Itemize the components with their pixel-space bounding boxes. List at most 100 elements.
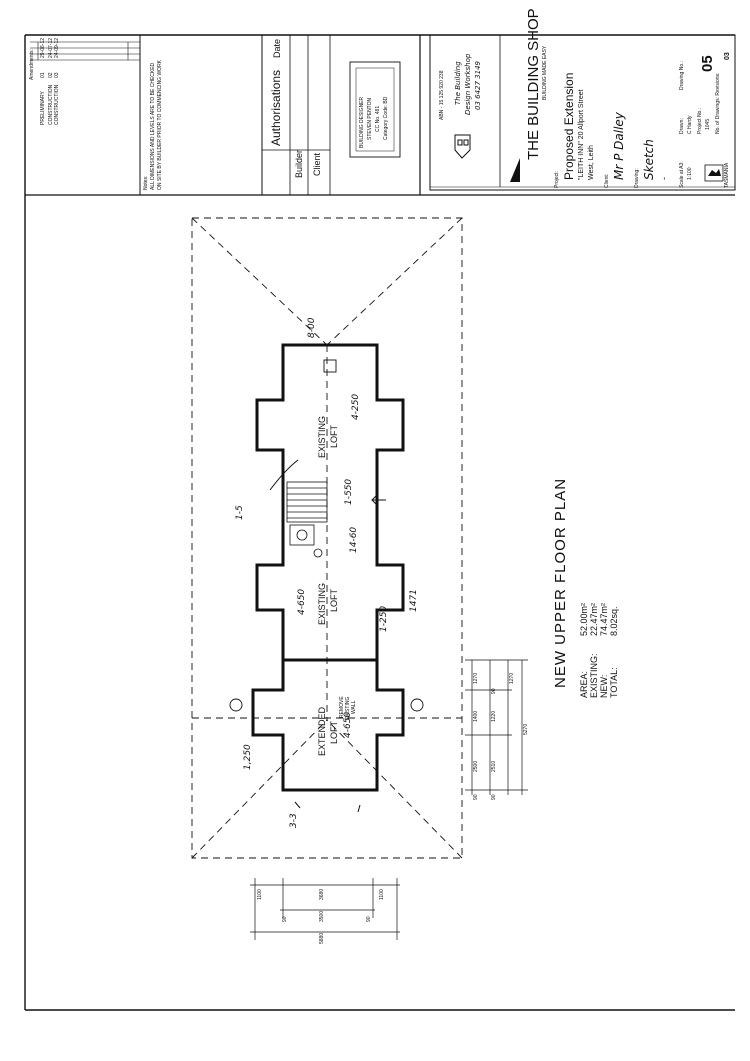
dimension-label: 1400 [473, 710, 479, 722]
room-label-loft: LOFT [329, 588, 339, 612]
scale-value: 1:100 [687, 167, 693, 180]
hand-arrows [269, 459, 386, 813]
tasmania-logo-text: TASMANIA [724, 162, 730, 188]
company-box [429, 34, 736, 191]
notes-line-2: ON SITE BY BUILDER PRIOR TO COMMENCING W… [157, 59, 163, 190]
drawn-label: Drawn: [679, 118, 685, 134]
stamp-line-4: Category Code: BD [383, 96, 389, 140]
amendment-desc: PRELIMINARY [40, 91, 46, 125]
room-label-extended: EXTENDED [317, 706, 327, 756]
existing-area-value: 22.47m² [589, 602, 599, 636]
vent-icon [410, 698, 424, 712]
dimension-label: 1100 [257, 889, 263, 900]
project-address: "LEITH INN" 20 Allport Street [578, 89, 585, 180]
room-label-loft: LOFT [329, 720, 339, 744]
dimension-label: 5880 [319, 932, 325, 944]
house-logo-icon [454, 134, 471, 159]
vent-icon [229, 698, 243, 712]
stamp-line-2: STEVEN PENTON [367, 97, 373, 140]
room-label-existing: EXISTING [317, 582, 327, 625]
scale-label: Scale at A3: [679, 161, 685, 188]
builder-label: Builder [294, 149, 304, 178]
revisions-label: No. of Drawings: Revisions: [715, 72, 721, 134]
dimension-label: 5270 [523, 723, 529, 735]
amendment-desc: CONSTRUCTION [54, 84, 60, 125]
floor-walls [251, 343, 405, 792]
hand-note: 1-5 [235, 505, 245, 520]
hand-note: 1471 [409, 589, 419, 612]
area-value: 52.00m² [579, 602, 589, 636]
company-name: THE BUILDING SHOP [525, 8, 542, 160]
dimension-lines-horizontal [250, 878, 400, 940]
stamp-line-1: BUILDING DESIGNER [359, 96, 365, 148]
amendments-label: Amendments: [29, 49, 35, 80]
authorisations-label: Authorisations [269, 69, 283, 146]
hand-note: 8-00 [307, 317, 317, 338]
dimension-label: 90 [491, 688, 497, 694]
project-label: Project: [554, 171, 560, 188]
dimension-lines-vertical [465, 659, 528, 795]
client-field-label: Client: [604, 173, 610, 188]
dimension-label: 90 [366, 916, 372, 922]
dimension-label: 1270 [473, 672, 479, 684]
abn-text: ABN - 15 125 920 238 [439, 70, 445, 120]
client-name: Mr P Dalley [612, 112, 626, 180]
hand-note: 4-650 [343, 711, 353, 738]
dimension-label: 3500 [319, 910, 325, 922]
hand-note: 4-250 [351, 393, 361, 420]
project-name: Proposed Extension [562, 72, 576, 180]
company-tagline-1: The Building [454, 61, 462, 105]
hand-note: 3-3 [289, 813, 299, 828]
hand-note: 14-60 [349, 526, 359, 553]
amendment-no: 01 [40, 72, 46, 78]
room-label-loft: LOFT [329, 424, 339, 448]
dimension-label: 90 [473, 794, 479, 800]
hand-note: 1-550 [344, 478, 354, 505]
drawing-name: Sketch [642, 139, 656, 180]
new-area-label: NEW: [599, 674, 609, 698]
stairs [286, 481, 328, 558]
date-label: Date [272, 38, 282, 58]
total-area-label: TOTAL: [609, 667, 619, 698]
drawn-value: C Hardy [687, 115, 693, 134]
amendment-date: 24-09-12 [54, 37, 60, 58]
project-no-label: Project No.: [697, 107, 703, 134]
client-label: Client [312, 152, 322, 176]
designer-stamp-box [349, 61, 401, 158]
project-locality: West, Leith [588, 145, 595, 180]
existing-area-label: EXISTING: [589, 653, 599, 698]
plan-title: NEW UPPER FLOOR PLAN [552, 477, 569, 688]
drawing-no-label: Drawing No.: [679, 61, 685, 90]
new-area-value: 74.47m² [599, 602, 609, 636]
revisions-value: 03 [724, 52, 731, 60]
hand-note: 1,250 [243, 744, 253, 770]
stamp-line-3: CC No. 481 [375, 105, 381, 132]
dimension-label: 1220 [491, 710, 497, 722]
company-tagline-2: Design Workshop [464, 53, 472, 115]
amendment-no: 03 [54, 72, 60, 78]
ceiling-hatch [323, 359, 337, 373]
notes-line-1: ALL DIMENSIONS AND LEVELS ARE TO BE CHEC… [150, 62, 156, 190]
room-label-existing: EXISTING [317, 415, 327, 458]
dimension-label: 1100 [379, 889, 385, 900]
dimension-label: 90 [282, 916, 288, 922]
project-no-value: 1045 [705, 118, 711, 130]
triangle-logo-icon [510, 158, 520, 182]
drawing-no-value: 05 [699, 55, 716, 72]
dimension-label: 2510 [491, 760, 497, 772]
drawing-label: Drawing: [634, 168, 640, 188]
area-label: AREA: [579, 670, 589, 698]
total-area-value: 8.02sq. [609, 606, 619, 636]
roof-outline [191, 217, 463, 859]
tasmania-logo-icon [704, 164, 724, 182]
hand-note: 4-650 [297, 588, 307, 615]
notes-label: Notes: [143, 175, 149, 190]
dimension-label: 2500 [473, 760, 479, 772]
drawing-dash: - [659, 177, 669, 180]
dimension-label: 3680 [319, 888, 325, 900]
company-subtitle: BUILDING MADE EASY [542, 45, 548, 100]
hand-note: 1-250 [379, 605, 389, 632]
amendment-date: 29-06-12 [40, 37, 46, 58]
dimension-label: 1270 [509, 672, 515, 684]
